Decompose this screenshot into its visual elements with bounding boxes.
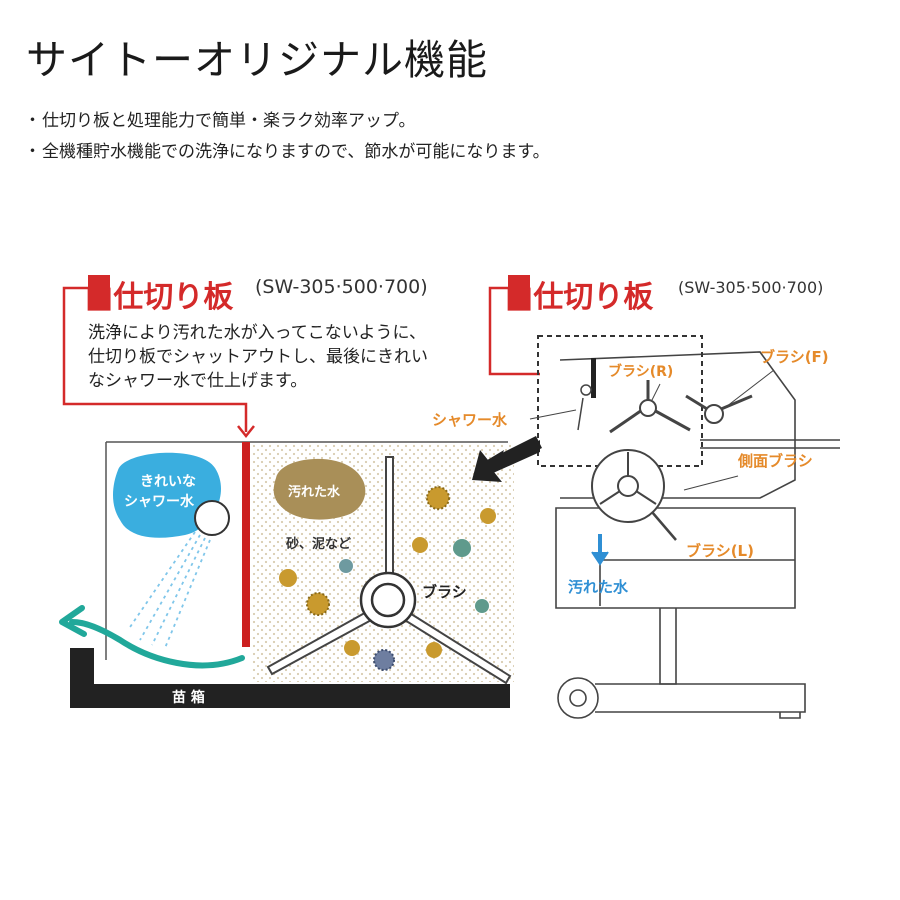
- callout-arrowhead: [237, 425, 255, 439]
- seedling-box: [70, 684, 510, 708]
- nozzle-pipe: [577, 397, 584, 431]
- sand-mud-label: 砂、泥など: [285, 536, 351, 552]
- leader-line: [721, 369, 775, 411]
- brush-r-label: ブラシ(R): [608, 363, 673, 380]
- zoom-arrow-body: [472, 436, 542, 482]
- left-desc-line: なシャワー水で仕上げます。: [88, 371, 307, 391]
- page-title: サイトーオリジナル機能: [26, 36, 488, 84]
- brush-f-label: ブラシ(F): [760, 348, 829, 366]
- brush-l: [591, 449, 677, 541]
- brush-rotor: [266, 456, 512, 685]
- callout-line: [488, 286, 540, 376]
- dirt-particles: [279, 486, 496, 671]
- bullet-text: 仕切り板と処理能力で簡単・楽ラク効率アップ。: [42, 111, 416, 131]
- leader-line: [683, 475, 739, 491]
- shower-spray: [127, 531, 211, 649]
- clean-water-blob: [113, 452, 222, 538]
- heading-square: [88, 275, 110, 299]
- callout-line: [62, 286, 248, 432]
- leader-line: [529, 409, 577, 420]
- left-desc-line: 仕切り板でシャットアウトし、最後にきれい: [88, 347, 428, 367]
- right-heading: ■仕切り板: [505, 280, 653, 315]
- right-model: (SW-305·500·700): [678, 278, 823, 297]
- clean-water-label: きれいな: [140, 474, 196, 490]
- shower-label: シャワー水: [432, 411, 508, 429]
- right-panel: ■仕切り板 (SW-305·500·700): [432, 275, 840, 719]
- clean-water-label: シャワー水: [124, 493, 195, 510]
- dirty-water-blob: [273, 458, 366, 520]
- brush-label: ブラシ: [422, 583, 467, 601]
- wheel-hub: [569, 689, 587, 707]
- left-heading: ■仕切り板: [85, 280, 233, 315]
- heading-square: [508, 275, 530, 299]
- leader-line: [651, 383, 661, 401]
- outflow-arrowhead: [59, 605, 87, 637]
- shower-nozzle-small: [580, 384, 592, 396]
- brush-f: [685, 394, 753, 424]
- feature-bullets: ・仕切り板と処理能力で簡単・楽ラク効率アップ。 ・全機種貯水機能での洗浄になりま…: [24, 106, 550, 168]
- right-dirty-water-label: 汚れた水: [568, 578, 629, 596]
- bullet-text: 全機種貯水機能での洗浄になりますので、節水が可能になります。: [42, 142, 550, 162]
- left-model: (SW-305·500·700): [255, 276, 428, 298]
- partition-plate: [242, 442, 250, 647]
- dirty-water-label: 汚れた水: [288, 484, 341, 500]
- left-desc-line: 洗浄により汚れた水が入ってこないように、: [88, 323, 426, 343]
- bullet-item: ・全機種貯水機能での洗浄になりますので、節水が可能になります。: [24, 137, 550, 168]
- shower-nozzle: [194, 500, 230, 536]
- drain-arrowhead: [591, 551, 609, 566]
- machine-partition: [591, 358, 596, 398]
- bullet-mark: ・: [24, 142, 41, 162]
- bullet-item: ・仕切り板と処理能力で簡単・楽ラク効率アップ。: [24, 106, 550, 137]
- left-panel: ■仕切り板 (SW-305·500·700) 洗浄により汚れた水が入ってこないよ…: [59, 275, 514, 708]
- bullet-mark: ・: [24, 111, 41, 131]
- outflow-arrow: [69, 619, 245, 669]
- zoom-frame: [537, 335, 703, 467]
- seedling-box-label: 苗 箱: [172, 689, 205, 706]
- side-brush-label: 側面ブラシ: [737, 452, 813, 470]
- brush-l-label: ブラシ(L): [686, 542, 754, 560]
- brush-r: [609, 380, 691, 434]
